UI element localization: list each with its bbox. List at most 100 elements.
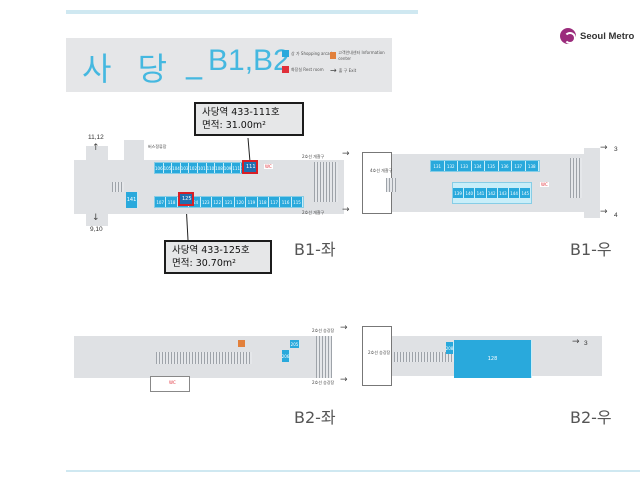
b1-right-store-bottom[interactable]: 142	[486, 188, 498, 198]
b1-left-store-top[interactable]: 105	[164, 163, 173, 173]
b1-right-store-top[interactable]: 132	[444, 161, 458, 171]
b1-left-exit-top: 11,12	[88, 134, 104, 141]
exit-right-arrow-icon: →	[600, 143, 608, 153]
exit-right-arrow-icon-2: →	[600, 207, 608, 217]
b1-left-store-bottom[interactable]: 121	[223, 197, 235, 207]
plan-b2-left: WC 205 206 2호선 승강장 2호선 승강장 → →	[64, 324, 354, 404]
b2-left-platform-bottom: 2호선 승강장	[312, 380, 335, 385]
b2-right-exit: 3	[584, 340, 588, 347]
b1-left-store-bottom[interactable]: 118	[257, 197, 269, 207]
b1-left-store-top[interactable]: 110	[207, 163, 216, 173]
b1-left-gate-bottom: 2호선 개찰구	[302, 210, 325, 215]
b2-left-platform-top: 2호선 승강장	[312, 328, 335, 333]
legend-info: 고객안내센터 Information center	[330, 50, 392, 61]
b1-left-store-bottom[interactable]: 118	[166, 197, 178, 207]
b1-left-platform-stairs	[314, 162, 338, 202]
floor-codes: B1,B2	[208, 44, 290, 77]
b2-right-exit-arrow-icon: →	[572, 337, 580, 347]
b1-left-store-bottom[interactable]: 107	[155, 197, 167, 207]
top-rule	[66, 10, 418, 14]
b1-left-store-top[interactable]: 101	[198, 163, 207, 173]
floor-label-b2-left: B2-좌	[294, 408, 336, 427]
b1-left-store-top[interactable]: 106	[155, 163, 164, 173]
floor-label-b1-left: B1-좌	[294, 240, 336, 259]
b2-left-store-205[interactable]: 205	[290, 340, 300, 348]
b1-right-store-bottom[interactable]: 144	[509, 188, 521, 198]
b1-right-store-bottom[interactable]: 145	[520, 188, 532, 198]
b1-right-store-bottom[interactable]: 140	[464, 188, 476, 198]
legend-shopping: 상 가 Shopping arcade	[282, 50, 335, 57]
gate-top-arrow-icon: →	[342, 149, 350, 159]
highlight-store-125[interactable]: 125	[178, 192, 194, 206]
b1-left-store-bottom[interactable]: 119	[246, 197, 258, 207]
floor-label-b2-right: B2-우	[570, 408, 612, 427]
b1-right-stairs-left	[386, 178, 396, 192]
b2-right-platform-area	[362, 326, 392, 386]
title-separator: _	[186, 42, 202, 80]
b1-left-store-bottom[interactable]: 120	[234, 197, 247, 207]
b2-left-info-icon	[238, 340, 245, 347]
b1-left-bus-passage	[124, 140, 144, 164]
b1-right-store-bottom[interactable]: 143	[497, 188, 509, 198]
callout-111-line1: 사당역 433-111호	[202, 107, 280, 118]
callout-125-line2: 면적: 30.70m²	[172, 258, 236, 269]
b1-left-store-bottom[interactable]: 117	[269, 197, 281, 207]
b1-left-gate-top: 2호선 개찰구	[302, 154, 325, 159]
plan-b2-right: 2호선 승강장 208 128 3 →	[360, 324, 620, 394]
restroom-icon	[282, 66, 289, 73]
b1-left-store-bottom[interactable]: 115	[291, 197, 304, 207]
b2-right-store-big[interactable]: 128	[454, 340, 532, 378]
b2-right-store-small[interactable]: 208	[446, 342, 454, 354]
b1-left-store-bottom[interactable]: 123	[200, 197, 212, 207]
logo-text: Seoul Metro	[580, 30, 635, 42]
b1-right-store-top[interactable]: 135	[485, 161, 499, 171]
b1-left-store-big[interactable]: 141	[126, 192, 138, 208]
b1-left-store-top[interactable]: 104	[172, 163, 181, 173]
station-name: 사 당	[82, 50, 176, 88]
legend: 상 가 Shopping arcade 고객안내센터 Information c…	[282, 50, 392, 84]
seoul-metro-logo-icon	[560, 28, 576, 44]
b1-left-store-bottom[interactable]: 116	[280, 197, 292, 207]
b1-right-store-top[interactable]: 131	[431, 161, 445, 171]
platform-bottom-arrow-icon: →	[340, 375, 348, 385]
b1-left-store-top[interactable]: 102	[189, 163, 198, 173]
legend-info-label: 고객안내센터 Information center	[338, 50, 385, 61]
highlight-store-111[interactable]: 111	[242, 160, 258, 174]
b2-left-platform-stairs	[316, 336, 332, 378]
connector-111	[247, 137, 251, 163]
b1-left-store-top[interactable]: 108	[215, 163, 224, 173]
shopping-icon	[282, 50, 289, 57]
b1-left-store-bottom[interactable]: 124	[189, 197, 201, 207]
b1-left-store-bottom[interactable]: 122	[212, 197, 224, 207]
b2-right-platform-label: 2호선 승강장	[368, 350, 391, 355]
gate-bottom-arrow-icon: →	[342, 205, 350, 215]
highlight-111-label: 111	[246, 164, 256, 170]
b1-right-store-top[interactable]: 137	[512, 161, 526, 171]
highlight-125-label: 125	[182, 196, 192, 202]
b1-right-store-top[interactable]: 134	[471, 161, 485, 171]
seoul-metro-logo: Seoul Metro	[560, 28, 634, 44]
b1-right-store-bottom[interactable]: 139	[453, 188, 465, 198]
b1-right-gate-label: 4호선 개찰구	[370, 168, 393, 173]
title-banner: 사 당 _ B1,B2 상 가 Shopping arcade 고객안내센터 I…	[66, 38, 392, 92]
exit-arrow-icon: →	[330, 66, 337, 75]
b2-left-store-206[interactable]: 206	[282, 350, 290, 362]
b1-left-restroom-icon: WC	[264, 164, 273, 169]
b1-right-store-top[interactable]: 138	[525, 161, 539, 171]
b1-left-store-top[interactable]: 111	[232, 163, 241, 173]
legend-restroom-label: 화장실 Rest room	[291, 66, 324, 72]
b1-right-store-top[interactable]: 133	[458, 161, 472, 171]
b2-left-restroom-icon: WC	[168, 380, 177, 385]
b1-left-store-top[interactable]: 103	[181, 163, 190, 173]
b1-left-store-top[interactable]: 109	[224, 163, 233, 173]
callout-111-line2: 면적: 31.00m²	[202, 120, 266, 131]
b1-right-exit-bottom: 4	[614, 212, 618, 219]
exit-down-arrow-icon: ↓	[92, 213, 100, 223]
b1-right-store-top[interactable]: 136	[498, 161, 512, 171]
b2-right-stairs	[394, 352, 454, 362]
b1-right-store-bottom[interactable]: 141	[475, 188, 487, 198]
legend-shopping-label: 상 가 Shopping arcade	[291, 50, 335, 56]
legend-exit: → 출 구 Exit	[330, 66, 356, 75]
